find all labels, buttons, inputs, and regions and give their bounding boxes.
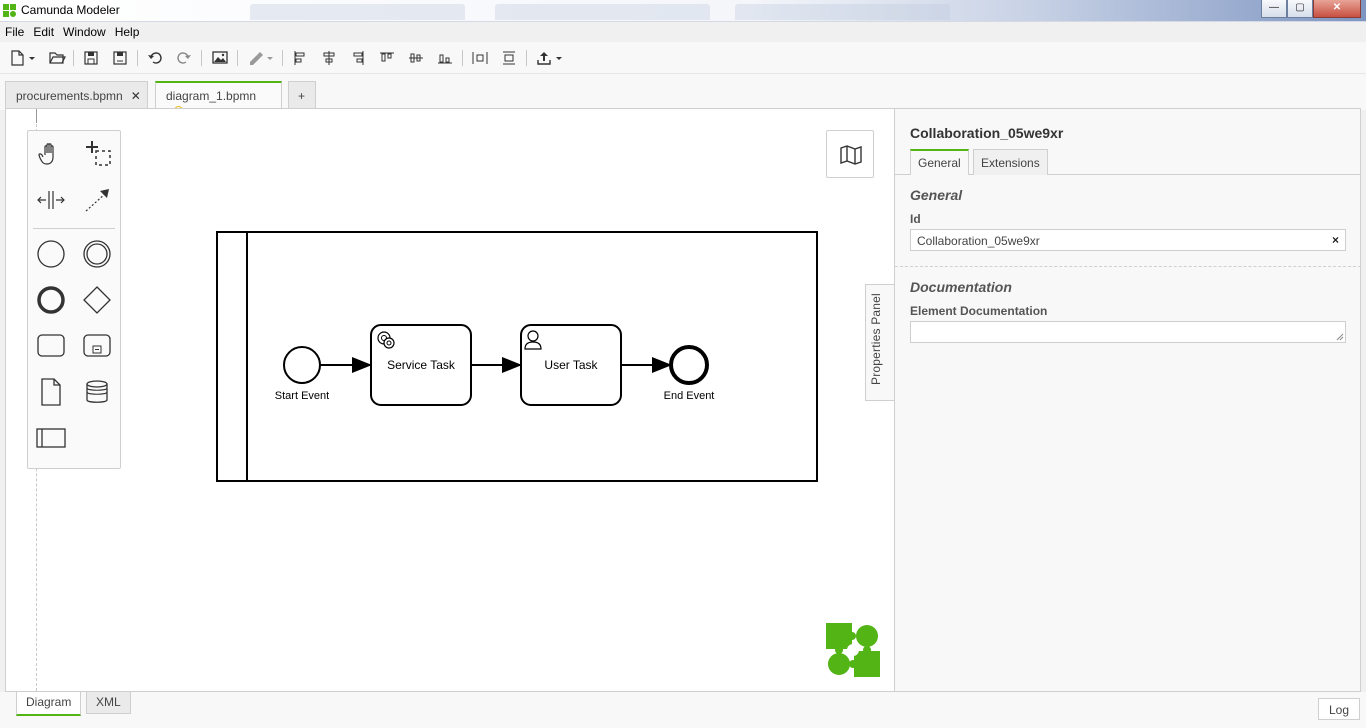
close-window-button[interactable]: ✕ <box>1313 0 1361 18</box>
task-icon[interactable] <box>34 329 68 363</box>
new-tab-button[interactable]: + <box>288 81 316 109</box>
user-icon <box>524 330 542 350</box>
gear-icon <box>377 331 395 349</box>
resize-handle-icon[interactable] <box>1336 333 1344 341</box>
camunda-app-icon <box>3 4 16 17</box>
bottom-bar: Diagram XML Log <box>0 692 1366 728</box>
menu-window[interactable]: Window <box>63 25 106 39</box>
bpmn-diagram: Start Event Service Task User Task End E… <box>216 231 818 482</box>
id-field[interactable]: Collaboration_05we9xr × <box>910 229 1346 251</box>
data-store-icon[interactable] <box>80 375 114 409</box>
redo-icon[interactable] <box>174 49 194 67</box>
properties-panel-toggle[interactable]: Properties Panel <box>865 284 895 401</box>
tab-procurements[interactable]: procurements.bpmn ✕ <box>5 81 148 109</box>
close-tab-icon[interactable]: ✕ <box>130 89 141 103</box>
align-middle-icon[interactable] <box>406 49 426 67</box>
tab-general[interactable]: General <box>910 149 969 175</box>
tab-label: procurements.bpmn <box>16 89 123 103</box>
id-field-value: Collaboration_05we9xr <box>917 234 1040 248</box>
background-window-tab <box>250 4 465 20</box>
save-icon[interactable] <box>81 49 101 67</box>
start-event-label: Start Event <box>275 390 329 402</box>
menu-edit[interactable]: Edit <box>33 25 55 39</box>
participant-pool[interactable] <box>216 231 818 482</box>
hand-tool-icon[interactable] <box>34 137 68 171</box>
menu-file[interactable]: File <box>5 25 25 39</box>
tab-xml-view[interactable]: XML <box>86 692 131 714</box>
end-event[interactable] <box>669 345 709 385</box>
align-right-icon[interactable] <box>348 49 368 67</box>
documentation-group-title: Documentation <box>910 279 1012 295</box>
tab-diagram-1[interactable]: diagram_1.bpmn <box>155 81 282 115</box>
distribute-horizontal-icon[interactable] <box>470 49 490 67</box>
properties-panel: Collaboration_05we9xr General Extensions… <box>894 109 1361 691</box>
title-bar: Camunda Modeler — ▢ ✕ <box>0 0 1366 22</box>
maximize-button[interactable]: ▢ <box>1287 0 1313 18</box>
documentation-label: Element Documentation <box>910 304 1048 318</box>
align-bottom-icon[interactable] <box>435 49 455 67</box>
user-task-label: User Task <box>544 358 598 372</box>
minimize-button[interactable]: — <box>1261 0 1287 18</box>
distribute-vertical-icon[interactable] <box>499 49 519 67</box>
gateway-icon[interactable] <box>80 283 114 317</box>
map-icon <box>840 145 862 165</box>
open-file-icon[interactable] <box>47 49 67 67</box>
deploy-icon[interactable] <box>534 49 566 67</box>
undo-icon[interactable] <box>145 49 165 67</box>
tool-palette <box>27 130 121 469</box>
minimap-toggle-button[interactable] <box>826 130 874 178</box>
service-task-label: Service Task <box>387 358 456 372</box>
tab-extensions[interactable]: Extensions <box>973 149 1048 175</box>
tab-label: diagram_1.bpmn <box>166 89 257 103</box>
end-event-label: End Event <box>664 390 715 402</box>
properties-header: Collaboration_05we9xr <box>910 125 1064 141</box>
log-button[interactable]: Log <box>1317 698 1360 720</box>
general-group-title: General <box>910 187 963 203</box>
start-event-icon[interactable] <box>34 237 68 271</box>
camunda-logo-icon <box>826 623 880 677</box>
toolbar <box>0 42 1366 74</box>
subprocess-icon[interactable] <box>80 329 114 363</box>
participant-icon[interactable] <box>34 421 68 455</box>
clear-icon[interactable]: × <box>1331 233 1339 247</box>
diagram-canvas[interactable]: Start Event Service Task User Task End E… <box>6 109 895 691</box>
global-connect-icon[interactable] <box>80 183 114 217</box>
properties-panel-toggle-label: Properties Panel <box>869 293 883 385</box>
tab-diagram-view[interactable]: Diagram <box>16 692 82 716</box>
background-window-tab <box>495 4 710 20</box>
end-event-icon[interactable] <box>34 283 68 317</box>
export-image-icon[interactable] <box>210 49 230 67</box>
lasso-tool-icon[interactable] <box>80 137 114 171</box>
align-center-icon[interactable] <box>319 49 339 67</box>
align-left-icon[interactable] <box>290 49 310 67</box>
space-tool-icon[interactable] <box>34 183 68 217</box>
menu-bar: File Edit Window Help <box>0 22 1366 42</box>
editor-area: Start Event Service Task User Task End E… <box>5 108 1361 692</box>
color-icon[interactable] <box>245 49 275 67</box>
intermediate-event-icon[interactable] <box>80 237 114 271</box>
window-title: Camunda Modeler <box>21 3 120 17</box>
align-top-icon[interactable] <box>377 49 397 67</box>
documentation-textarea[interactable] <box>910 321 1346 343</box>
start-event[interactable] <box>283 346 321 384</box>
file-tab-strip: procurements.bpmn ✕ diagram_1.bpmn + <box>0 74 1366 115</box>
new-file-icon[interactable] <box>9 49 37 67</box>
background-window-tab <box>735 4 950 20</box>
menu-help[interactable]: Help <box>114 25 140 39</box>
save-as-icon[interactable] <box>110 49 130 67</box>
id-label: Id <box>910 212 921 226</box>
data-object-icon[interactable] <box>34 375 68 409</box>
